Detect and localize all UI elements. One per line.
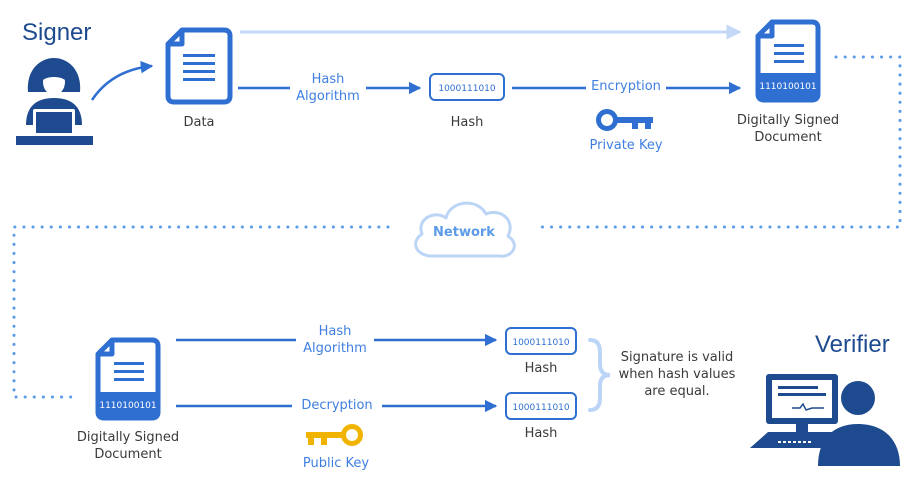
decryption-label: Decryption <box>301 398 373 413</box>
received-document-label: Digitally Signed Document <box>76 430 180 462</box>
verify-hash-label-2: Hash <box>524 426 558 441</box>
hash-value: 1000111010 <box>438 84 496 94</box>
network-path <box>12 55 902 399</box>
verify-hash-box-1: 1000111010 <box>505 327 577 355</box>
signer-title: Signer <box>22 19 92 46</box>
comparison-brace-icon <box>588 338 611 412</box>
signer-to-data-arrow <box>90 60 154 101</box>
private-key-icon <box>596 109 653 131</box>
public-key-icon <box>306 424 363 446</box>
hash-box: 1000111010 <box>429 73 505 101</box>
validity-note: Signature is valid when hash values are … <box>618 350 736 399</box>
data-document-icon <box>165 27 233 105</box>
hash-label: Hash <box>450 115 484 130</box>
verify-hash-label-1: Hash <box>524 361 558 376</box>
verify-hash-box-2: 1000111010 <box>505 392 577 420</box>
network-label: Network <box>433 225 495 240</box>
signed-document-icon: 1110100101 <box>755 19 821 103</box>
verifier-title: Verifier <box>815 331 890 358</box>
received-signed-document-icon: 1110100101 <box>95 337 161 421</box>
public-key-label: Public Key <box>302 456 370 471</box>
network-cloud-icon: Network <box>414 201 516 258</box>
signed-document-label: Digitally Signed Document <box>736 113 840 145</box>
signed-value: 1110100101 <box>759 82 816 92</box>
encryption-label: Encryption <box>591 79 661 94</box>
signer-icon <box>16 58 93 145</box>
private-key-label: Private Key <box>589 138 663 153</box>
verify-hash-value-2: 1000111010 <box>512 403 570 413</box>
verifier-icon <box>750 374 900 466</box>
verify-hash-value-1: 1000111010 <box>512 338 570 348</box>
received-signed-value: 1110100101 <box>99 401 156 411</box>
hash-algorithm-label: Hash Algorithm <box>296 72 360 104</box>
data-label: Data <box>183 115 215 130</box>
verify-hash-algorithm-label: Hash Algorithm <box>303 324 367 356</box>
